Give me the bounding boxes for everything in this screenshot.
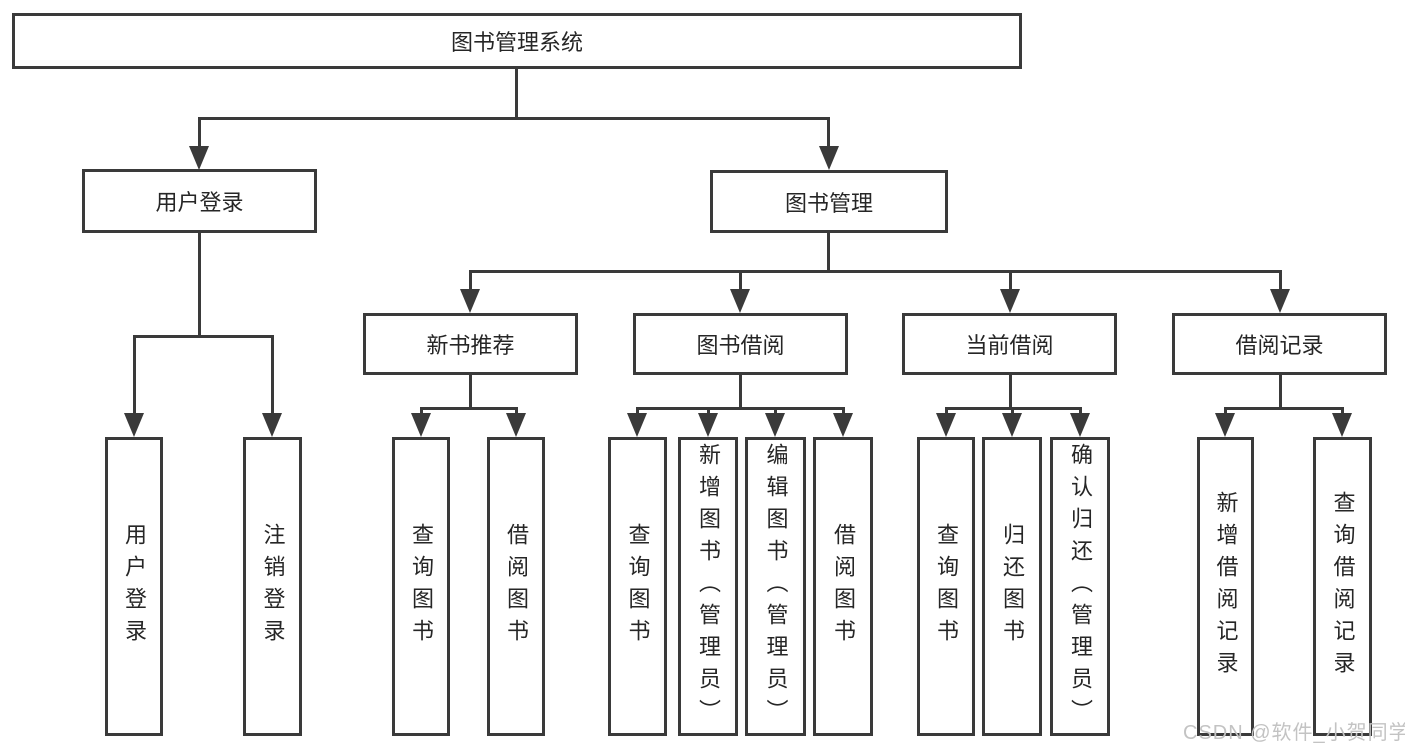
csdn-watermark: CSDN @软件_小贺同学 [1183, 722, 1405, 744]
leaf-label: 借阅图书 [504, 522, 529, 651]
leaf-label: 查询图书 [625, 522, 651, 651]
node-book-management-branch: 图书管理 [710, 170, 948, 233]
leaf-label: 查询图书 [934, 522, 959, 651]
connector-to-leaf [774, 407, 777, 415]
connector-root-stem [515, 69, 518, 118]
arrowhead-icon [1215, 413, 1235, 437]
connector-group-stem [739, 375, 742, 409]
connector-to-leaf [842, 407, 845, 415]
connector-group-bus [1224, 407, 1344, 410]
connector-to-leaf [271, 335, 274, 414]
arrowhead-icon [124, 413, 144, 437]
leaf-query-books: 查询图书 [917, 437, 975, 736]
connector-to-book-management [827, 117, 830, 147]
connector-user-login-bus [133, 335, 274, 338]
arrowhead-icon [765, 413, 785, 437]
node-current-borrowing: 当前借阅 [902, 313, 1117, 375]
leaf-edit-books-admin: 编辑图书（管理员） [745, 437, 806, 736]
connector-group-stem [469, 375, 472, 409]
arrowhead-icon [833, 413, 853, 437]
node-library-management-system: 图书管理系统 [12, 13, 1022, 69]
arrowhead-icon [411, 413, 431, 437]
connector-to-leaf [1011, 407, 1014, 415]
arrowhead-icon [1002, 413, 1022, 437]
leaf-user-login: 用户登录 [105, 437, 163, 736]
connector-to-new-book [469, 270, 472, 290]
arrowhead-icon [730, 289, 750, 313]
leaf-label: 查询图书 [409, 522, 434, 651]
node-user-login-branch: 用户登录 [82, 169, 317, 233]
node-borrowing-records: 借阅记录 [1172, 313, 1387, 375]
leaf-borrow-books: 借阅图书 [813, 437, 873, 736]
connector-group-stem [1279, 375, 1282, 409]
connector-to-current-borrowing [1009, 270, 1012, 290]
connector-to-leaf [1341, 407, 1344, 415]
leaf-add-books-admin: 新增图书（管理员） [678, 437, 738, 736]
connector-to-leaf [707, 407, 710, 415]
connector-to-leaf [636, 407, 639, 415]
leaf-label: 注销登录 [260, 522, 286, 651]
arrowhead-icon [262, 413, 282, 437]
connector-to-user-login [198, 117, 201, 147]
leaf-label: 新增图书（管理员） [696, 442, 721, 731]
leaf-query-borrow-record: 查询借阅记录 [1313, 437, 1372, 736]
arrowhead-icon [1270, 289, 1290, 313]
connector-to-leaf [1079, 407, 1082, 415]
connector-level2-bus [198, 117, 830, 120]
connector-group-bus [636, 407, 845, 410]
arrowhead-icon [1070, 413, 1090, 437]
leaf-add-borrow-record: 新增借阅记录 [1197, 437, 1254, 736]
arrowhead-icon [936, 413, 956, 437]
connector-to-book-borrowing [739, 270, 742, 290]
arrowhead-icon [1332, 413, 1352, 437]
connector-group-bus [420, 407, 518, 410]
leaf-confirm-return-admin: 确认归还（管理员） [1050, 437, 1110, 736]
connector-group-stem [1009, 375, 1012, 409]
node-new-book-recommendation: 新书推荐 [363, 313, 578, 375]
arrowhead-icon [698, 413, 718, 437]
leaf-query-books: 查询图书 [608, 437, 667, 736]
connector-to-leaf [515, 407, 518, 415]
leaf-query-books: 查询图书 [392, 437, 450, 736]
leaf-label: 归还图书 [1000, 522, 1025, 651]
leaf-label: 查询借阅记录 [1330, 490, 1356, 683]
connector-to-leaf [133, 335, 136, 414]
connector-user-login-stem [198, 233, 201, 337]
connector-to-borrowing-records [1279, 270, 1282, 290]
leaf-label: 借阅图书 [831, 522, 856, 651]
leaf-logout: 注销登录 [243, 437, 302, 736]
connector-to-leaf [1224, 407, 1227, 415]
leaf-label: 用户登录 [122, 522, 147, 651]
node-book-borrowing: 图书借阅 [633, 313, 848, 375]
arrowhead-icon [819, 146, 839, 170]
connector-to-leaf [420, 407, 423, 415]
connector-level3-bus [469, 270, 1281, 273]
leaf-return-books: 归还图书 [982, 437, 1042, 736]
leaf-label: 编辑图书（管理员） [763, 442, 789, 731]
arrowhead-icon [460, 289, 480, 313]
leaf-borrow-books: 借阅图书 [487, 437, 545, 736]
arrowhead-icon [1000, 289, 1020, 313]
leaf-label: 新增借阅记录 [1213, 490, 1239, 683]
arrowhead-icon [189, 146, 209, 170]
leaf-label: 确认归还（管理员） [1068, 442, 1093, 731]
arrowhead-icon [627, 413, 647, 437]
connector-to-leaf [945, 407, 948, 415]
arrowhead-icon [506, 413, 526, 437]
connector-book-management-stem [827, 233, 830, 272]
